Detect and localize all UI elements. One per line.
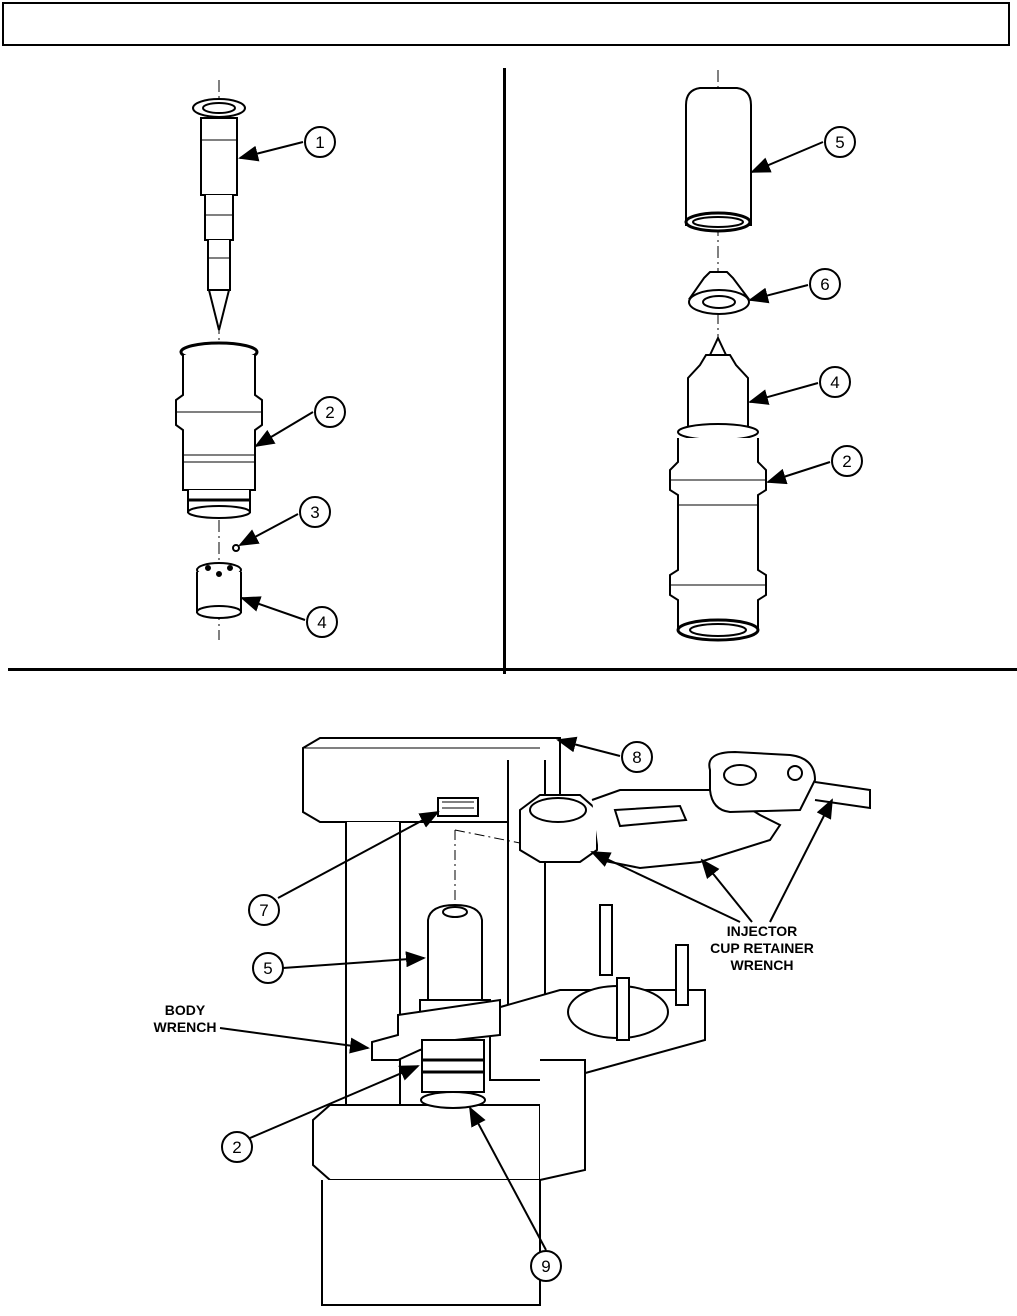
callout-9-text: 9	[541, 1257, 550, 1276]
spray-tip-part	[196, 562, 242, 619]
locating-pin-2	[675, 944, 689, 1006]
horizontal-divider	[8, 668, 1017, 671]
fixture-base-lower	[321, 1180, 541, 1306]
body-wrench-label-line1: BODY	[165, 1002, 206, 1018]
callout-6-text: 6	[820, 275, 829, 294]
plunger-part	[192, 98, 246, 331]
holder-ring	[420, 1091, 486, 1109]
spray-tip-cup-part	[688, 271, 750, 315]
locating-pin-1	[599, 904, 613, 976]
callout-2-bottom: 2	[221, 1065, 420, 1163]
cup-retainer-in-fixture	[427, 903, 483, 1001]
dowel-pin-part	[232, 544, 240, 552]
cup-wrench-label-line2: CUP RETAINER	[710, 940, 814, 956]
callout-4-top-right: 4	[748, 366, 851, 405]
callout-1-text: 1	[315, 133, 324, 152]
callout-2b-text: 2	[842, 452, 851, 471]
cup-retainer-wrench-label: INJECTOR CUP RETAINER WRENCH	[590, 798, 833, 973]
callout-5-text: 5	[835, 133, 844, 152]
body-wrench-label-line2: WRENCH	[154, 1019, 217, 1035]
callout-2c-text: 2	[232, 1138, 241, 1157]
top-left-figure	[175, 80, 263, 640]
locating-pin-3	[616, 977, 630, 1041]
fixture-left-post	[345, 822, 401, 1146]
assembled-body-part	[669, 423, 767, 642]
callout-5b-text: 5	[263, 959, 272, 978]
vertical-divider	[503, 68, 506, 674]
fixture-base-top	[312, 1104, 541, 1181]
callout-4-text: 4	[317, 613, 326, 632]
callout-8-text: 8	[632, 748, 641, 767]
tip-nut-part	[687, 335, 749, 429]
fixture-figure	[302, 737, 871, 1306]
injector-body-in-fixture	[421, 1039, 485, 1093]
callout-7-text: 7	[259, 901, 268, 920]
header-box	[2, 2, 1010, 46]
cup-wrench-label-line1: INJECTOR	[727, 923, 798, 939]
callout-2-top-right: 2	[766, 445, 863, 485]
callout-4-top-left: 4	[240, 596, 338, 638]
callout-4b-text: 4	[830, 373, 839, 392]
callout-5-bottom: 5	[252, 951, 426, 984]
callout-2-top-left: 2	[254, 396, 346, 448]
cup-retainer-part	[684, 87, 752, 233]
fixture-base-side	[539, 1059, 586, 1181]
callout-5-top-right: 5	[750, 126, 856, 173]
adapter-thread	[437, 797, 479, 817]
top-right-figure	[669, 70, 767, 642]
callout-7: 7	[248, 811, 440, 926]
ratchet-head	[708, 750, 817, 814]
cup-wrench-label-line3: WRENCH	[731, 957, 794, 973]
callout-1: 1	[238, 126, 336, 162]
injector-body-part	[175, 341, 263, 519]
callout-8: 8	[556, 736, 653, 773]
callout-6: 6	[748, 268, 841, 304]
callout-9: 9	[469, 1106, 562, 1282]
callout-3: 3	[238, 496, 331, 546]
ratchet-handle	[814, 781, 871, 810]
callout-3-text: 3	[310, 503, 319, 522]
body-wrench-label: BODY WRENCH	[154, 1002, 370, 1054]
callout-2-text: 2	[325, 403, 334, 422]
body-wrench	[371, 998, 501, 1061]
